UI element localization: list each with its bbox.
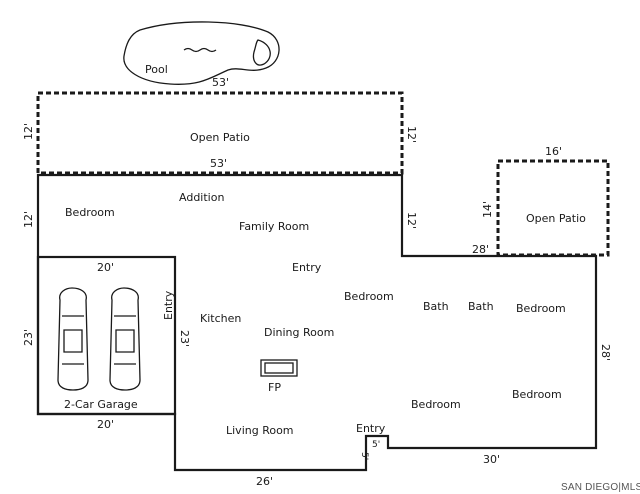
- bath-2-label: Bath: [468, 300, 494, 313]
- right-patio-left-dim: 14': [481, 201, 494, 218]
- fireplace-icon: [260, 359, 298, 377]
- garage-top-dim: 20': [97, 261, 114, 274]
- patio-bottom-dim: 53': [210, 157, 227, 170]
- patio-left-dim: 12': [22, 123, 35, 140]
- fireplace-label: FP: [268, 381, 281, 394]
- mls-watermark: SAN DIEGO|MLS: [561, 482, 640, 493]
- car-icon: [57, 287, 89, 391]
- addition-right-dim: 12': [405, 212, 418, 229]
- pool-inner: [252, 39, 271, 66]
- bedroom-3-label: Bedroom: [516, 302, 566, 315]
- open-patio-top-label: Open Patio: [190, 131, 250, 144]
- dining-room-label: Dining Room: [264, 326, 334, 339]
- garage-label: 2-Car Garage: [64, 398, 138, 411]
- pool-water-icon: [183, 47, 217, 53]
- right-patio-top-dim: 16': [545, 145, 562, 158]
- garage-bottom-dim: 20': [97, 418, 114, 431]
- open-patio-top: [36, 91, 404, 175]
- open-patio-right-label: Open Patio: [526, 212, 586, 225]
- right-patio-bottom-dim: 28': [472, 243, 489, 256]
- entry-bottom-label: Entry: [356, 422, 386, 435]
- addition-left-dim: 12': [22, 211, 35, 228]
- kitchen-label: Kitchen: [200, 312, 241, 325]
- garage-left-dim: 23': [22, 329, 35, 346]
- garage-outline: [36, 255, 177, 416]
- entry-step-a-dim: 5': [372, 440, 380, 450]
- bottom-right-dim: 30': [483, 453, 500, 466]
- bedroom-2-label: Bedroom: [344, 290, 394, 303]
- family-room-label: Family Room: [239, 220, 309, 233]
- pool-outline: [123, 21, 280, 85]
- bedroom-1-label: Bedroom: [65, 206, 115, 219]
- pool-label: Pool: [145, 63, 168, 76]
- bottom-left-dim: 26': [256, 475, 273, 488]
- pool-width-dim: 53': [212, 76, 229, 89]
- patio-right-dim: 12': [405, 126, 418, 143]
- open-patio-right: [496, 159, 610, 257]
- bedroom-5-label: Bedroom: [512, 388, 562, 401]
- garage-entry-label: Entry: [162, 290, 175, 320]
- living-room-label: Living Room: [226, 424, 294, 437]
- bedroom-4-label: Bedroom: [411, 398, 461, 411]
- garage-right-dim: 23': [178, 330, 191, 347]
- right-wall-dim: 28': [599, 344, 612, 361]
- house-outline: [36, 173, 598, 472]
- car-icon: [109, 287, 141, 391]
- entry-step-b-dim: 5': [359, 452, 369, 460]
- addition-label: Addition: [179, 191, 224, 204]
- fireplace-inner: [264, 362, 294, 374]
- entry-center-label: Entry: [292, 261, 322, 274]
- bath-1-label: Bath: [423, 300, 449, 313]
